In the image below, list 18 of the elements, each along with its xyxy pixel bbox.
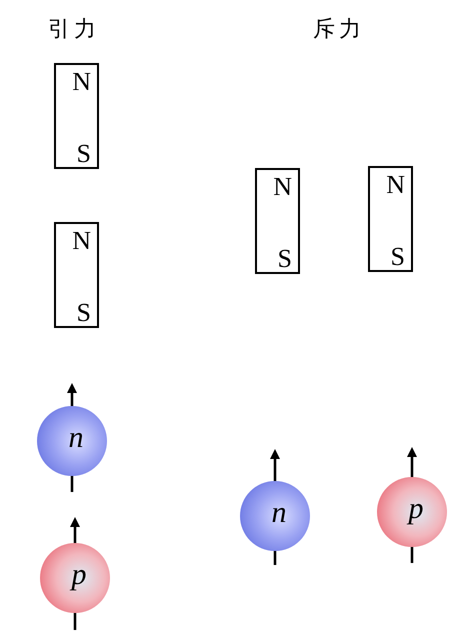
particle-symbol: p: [68, 560, 88, 590]
particle-symbol: n: [68, 423, 84, 453]
heading: 引力: [48, 16, 100, 44]
particle-symbol: n: [270, 498, 288, 528]
particle-symbol: p: [406, 494, 424, 524]
pole-label: N: [72, 228, 91, 254]
pole-label: N: [273, 174, 292, 200]
bar-magnet: [54, 63, 99, 169]
pole-label: N: [72, 69, 91, 95]
pole-label: S: [76, 300, 91, 326]
bar-magnet: [368, 166, 413, 272]
pole-label: S: [76, 141, 91, 167]
pole-label: N: [386, 172, 405, 198]
bar-magnet: [255, 168, 300, 274]
bar-magnet: [54, 222, 99, 328]
pole-label: S: [278, 246, 292, 272]
heading: 斥力: [313, 16, 365, 44]
pole-label: S: [390, 244, 405, 270]
